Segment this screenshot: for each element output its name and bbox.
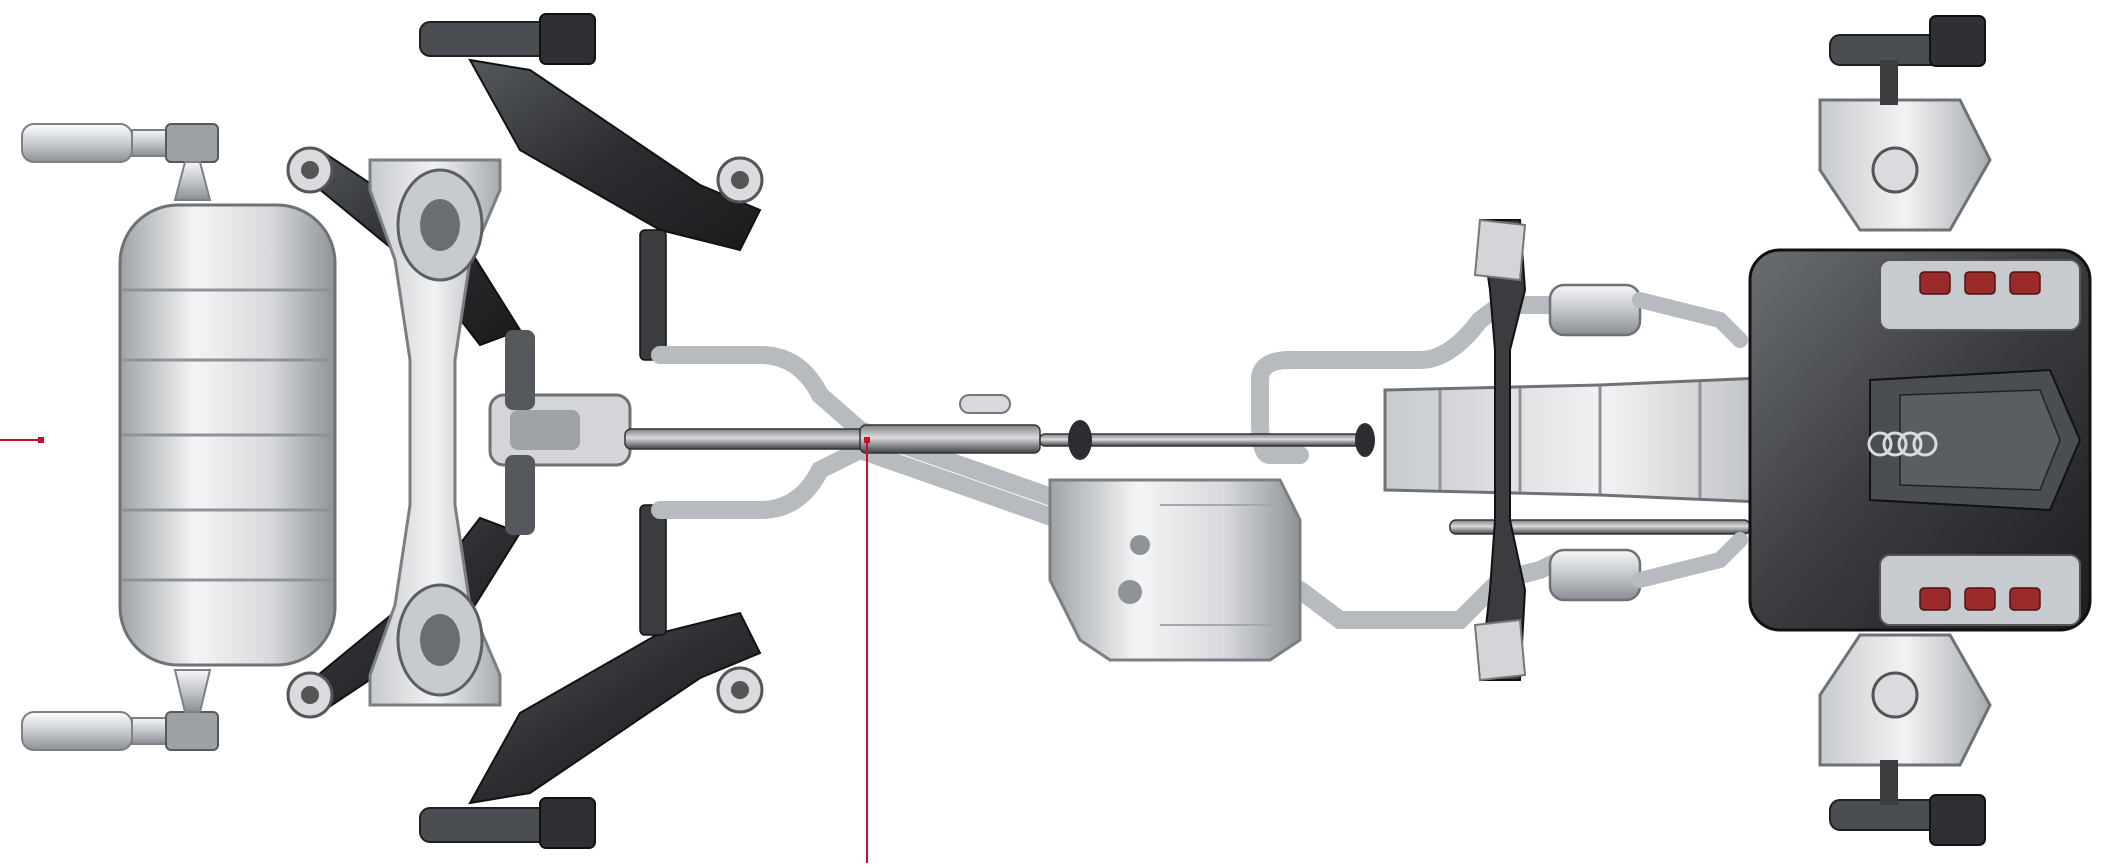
rear-silencer: [118, 203, 337, 667]
callout-propeller-shaft: [864, 437, 870, 863]
callout-left: [0, 437, 44, 443]
center-silencer: [1048, 478, 1302, 662]
four-rings-icon: [1867, 431, 1938, 457]
front-suspension: [1818, 15, 1992, 846]
catalytic-converters: [1548, 283, 1748, 602]
exhaust-tip-lower: [21, 669, 219, 751]
cross-member: [1473, 218, 1527, 682]
propeller-shaft: [624, 394, 1375, 460]
cylinder-accent-lower: [1919, 587, 2041, 611]
rear-subframe: [286, 13, 764, 849]
exhaust-tip-upper: [21, 123, 219, 201]
engine: [1748, 248, 2092, 632]
exhaust-pipes: [651, 296, 1569, 629]
cylinder-accent-upper: [1919, 271, 2041, 295]
